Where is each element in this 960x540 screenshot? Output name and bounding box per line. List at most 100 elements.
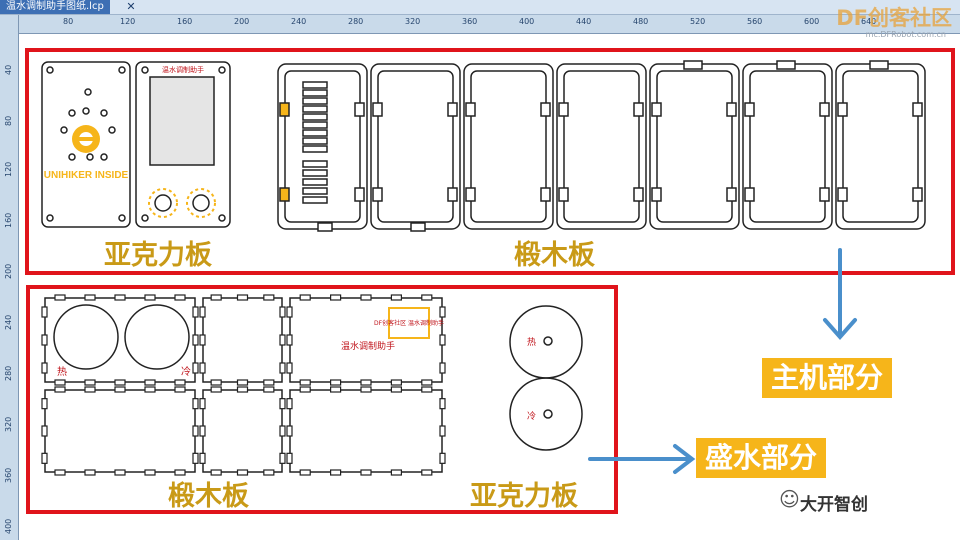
ruler-top-tick: 560	[747, 17, 763, 26]
joint-tab	[199, 452, 206, 464]
joint-tab	[439, 306, 446, 318]
joint-tab	[199, 362, 206, 374]
close-icon[interactable]: ✕	[126, 0, 136, 13]
joint-tab	[54, 294, 66, 301]
ruler-top-tick: 240	[291, 17, 307, 26]
joint-tab	[263, 379, 275, 386]
joint-tab	[41, 425, 48, 437]
ruler-top-tick: 480	[633, 17, 649, 26]
joint-tab	[439, 334, 446, 346]
joint-tab	[360, 379, 372, 386]
joint-tab	[236, 386, 249, 393]
joint-tab	[390, 294, 402, 301]
joint-tab	[54, 386, 66, 393]
joint-tab	[286, 452, 293, 464]
joint-tab	[279, 398, 286, 410]
water-frame	[26, 285, 618, 514]
basswood-panel	[370, 63, 461, 232]
unihiker-logo	[72, 125, 100, 153]
ruler-top-tick: 640	[861, 17, 877, 26]
joint-tab	[390, 469, 402, 476]
stamp-text: DF创客社区 温水调制助手	[374, 319, 444, 327]
joint-tab	[330, 294, 342, 301]
host-basswood-label: 椴木板	[514, 240, 595, 271]
joint-tab	[439, 398, 446, 410]
joint-tab	[144, 379, 156, 386]
basswood-panel	[556, 63, 647, 230]
joint-tab	[41, 306, 48, 318]
ruler-top-tick: 600	[804, 17, 820, 26]
joint-tab	[144, 294, 156, 301]
joint-tab	[286, 425, 293, 437]
basswood-panel	[463, 63, 554, 230]
joint-tab	[192, 398, 199, 410]
wechat-icon: ☺	[779, 487, 800, 511]
joint-tab	[330, 379, 342, 386]
joint-tab	[330, 469, 342, 476]
joint-tab	[84, 379, 96, 386]
joint-tab	[286, 306, 293, 318]
joint-tab	[421, 379, 433, 386]
basswood-panel	[277, 63, 368, 232]
ruler-top-tick: 320	[405, 17, 421, 26]
basswood-panel	[649, 60, 740, 230]
joint-tab	[41, 452, 48, 464]
arrow-to-host	[823, 248, 857, 341]
joint-tab	[210, 294, 222, 301]
tab-file[interactable]: 温水调制助手图纸.lcp	[0, 0, 110, 14]
basswood-panel	[835, 60, 926, 230]
joint-tab	[279, 334, 286, 346]
panel-title: 温水调制助手	[162, 65, 204, 74]
joint-tab	[210, 469, 222, 476]
acrylic-discs	[509, 305, 583, 451]
joint-tab	[84, 386, 96, 393]
hot-opening	[53, 304, 119, 370]
joint-tab	[192, 362, 199, 374]
joint-tab	[421, 294, 433, 301]
joint-tab	[144, 469, 156, 476]
ruler-top-tick: 80	[63, 17, 74, 26]
ruler-top-tick: 400	[519, 17, 535, 26]
box-bottom-panel	[44, 389, 196, 473]
joint-tab	[144, 386, 156, 393]
joint-tab	[330, 386, 342, 393]
joint-tab	[286, 362, 293, 374]
joint-tab	[263, 386, 275, 393]
ruler-top-tick: 120	[120, 17, 136, 26]
arrow-to-water	[588, 444, 696, 474]
ruler-top-tick: 440	[576, 17, 592, 26]
joint-tab	[54, 469, 66, 476]
joint-tab	[439, 452, 446, 464]
watermark-url: mc.DFRobot.com.cn	[865, 30, 946, 39]
joint-tab	[286, 334, 293, 346]
joint-tab	[286, 398, 293, 410]
joint-tab	[439, 425, 446, 437]
joint-tab	[279, 362, 286, 374]
disc-cold-label: 冷	[527, 410, 536, 422]
box-finger-joints	[41, 294, 446, 476]
water-acrylic-label: 亚克力板	[470, 481, 578, 512]
joint-tab	[192, 306, 199, 318]
water-basswood-label: 椴木板	[168, 481, 249, 512]
joint-tab	[236, 469, 249, 476]
water-part-badge: 盛水部分	[696, 438, 827, 478]
joint-tab	[174, 379, 186, 386]
acrylic-front-panel	[135, 61, 231, 228]
box-title: 温水调制助手	[341, 340, 395, 352]
joint-tab	[236, 379, 249, 386]
ruler-top-tick: 160	[177, 17, 193, 26]
joint-tab	[299, 469, 311, 476]
joint-tab	[299, 379, 311, 386]
cold-label: 冷	[181, 365, 191, 378]
box-side-panel-2	[202, 389, 283, 473]
logo-text: UNIHIKER INSIDE	[44, 170, 129, 181]
host-frame	[25, 48, 955, 275]
joint-tab	[439, 362, 446, 374]
joint-tab	[199, 306, 206, 318]
joint-tab	[360, 386, 372, 393]
joint-tab	[192, 452, 199, 464]
joint-tab	[84, 469, 96, 476]
joint-tab	[210, 386, 222, 393]
